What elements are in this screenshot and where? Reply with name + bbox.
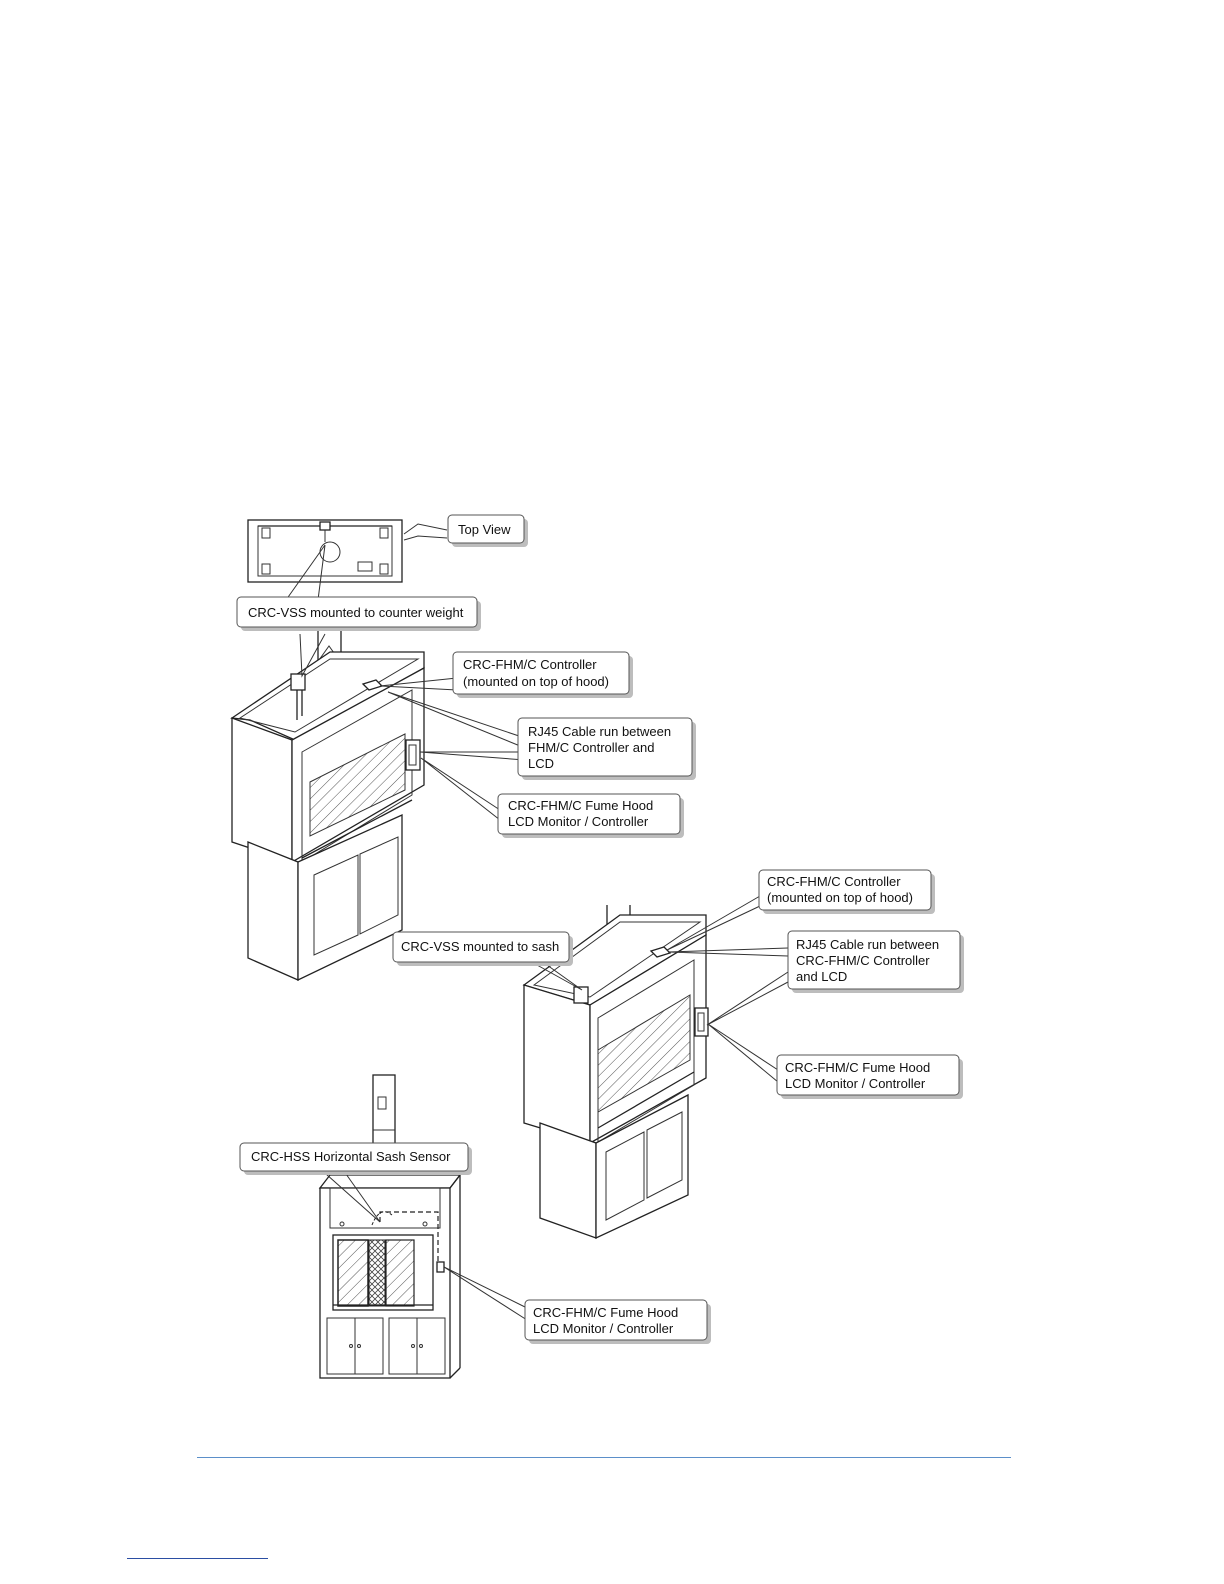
top-view-drawing (247, 519, 403, 583)
callout-controller-1: CRC-FHM/C Controller (mounted on top of … (452, 651, 633, 698)
fume-hood-1-drawing (230, 625, 425, 982)
callout-rj45-1-line3: LCD (528, 756, 554, 771)
callout-controller-2-line1: CRC-FHM/C Controller (767, 874, 901, 889)
callout-controller-2: CRC-FHM/C Controller (mounted on top of … (758, 869, 935, 914)
leader-lines (285, 523, 789, 1321)
callout-lcd-2-line1: CRC-FHM/C Fume Hood (785, 1060, 930, 1075)
footer-divider (197, 1457, 1011, 1458)
fume-hood-3-drawing (318, 1074, 462, 1379)
callout-rj45-2-line3: and LCD (796, 969, 847, 984)
callout-rj45-1: RJ45 Cable run between FHM/C Controller … (517, 717, 696, 780)
callout-lcd-1-line2: LCD Monitor / Controller (508, 814, 649, 829)
callout-rj45-2: RJ45 Cable run between CRC-FHM/C Control… (787, 930, 964, 993)
callout-rj45-2-line1: RJ45 Cable run between (796, 937, 939, 952)
callout-vss-sash: CRC-VSS mounted to sash (392, 931, 573, 966)
callout-hss-text: CRC-HSS Horizontal Sash Sensor (251, 1149, 451, 1164)
callout-lcd-2: CRC-FHM/C Fume Hood LCD Monitor / Contro… (776, 1054, 963, 1099)
callout-lcd-3-line1: CRC-FHM/C Fume Hood (533, 1305, 678, 1320)
callout-vss-counter-weight-text: CRC-VSS mounted to counter weight (248, 605, 464, 620)
callout-vss-sash-text: CRC-VSS mounted to sash (401, 939, 559, 954)
callout-rj45-2-line2: CRC-FHM/C Controller (796, 953, 930, 968)
callout-controller-2-line2: (mounted on top of hood) (767, 890, 913, 905)
callout-vss-counter-weight: CRC-VSS mounted to counter weight (236, 596, 481, 631)
callout-hss: CRC-HSS Horizontal Sash Sensor (239, 1142, 472, 1175)
callout-top-view-text: Top View (458, 522, 511, 537)
callout-lcd-3-line2: LCD Monitor / Controller (533, 1321, 674, 1336)
callout-controller-1-line2: (mounted on top of hood) (463, 674, 609, 689)
callout-lcd-3: CRC-FHM/C Fume Hood LCD Monitor / Contro… (524, 1299, 711, 1344)
callout-rj45-1-line2: FHM/C Controller and (528, 740, 654, 755)
callout-lcd-1-line1: CRC-FHM/C Fume Hood (508, 798, 653, 813)
callout-top-view: Top View (447, 514, 528, 547)
callout-lcd-1: CRC-FHM/C Fume Hood LCD Monitor / Contro… (497, 793, 684, 838)
callout-rj45-1-line1: RJ45 Cable run between (528, 724, 671, 739)
footer-link-underline (127, 1558, 268, 1559)
callout-controller-1-line1: CRC-FHM/C Controller (463, 657, 597, 672)
fume-hood-2-drawing (522, 905, 709, 1240)
callout-lcd-2-line2: LCD Monitor / Controller (785, 1076, 926, 1091)
